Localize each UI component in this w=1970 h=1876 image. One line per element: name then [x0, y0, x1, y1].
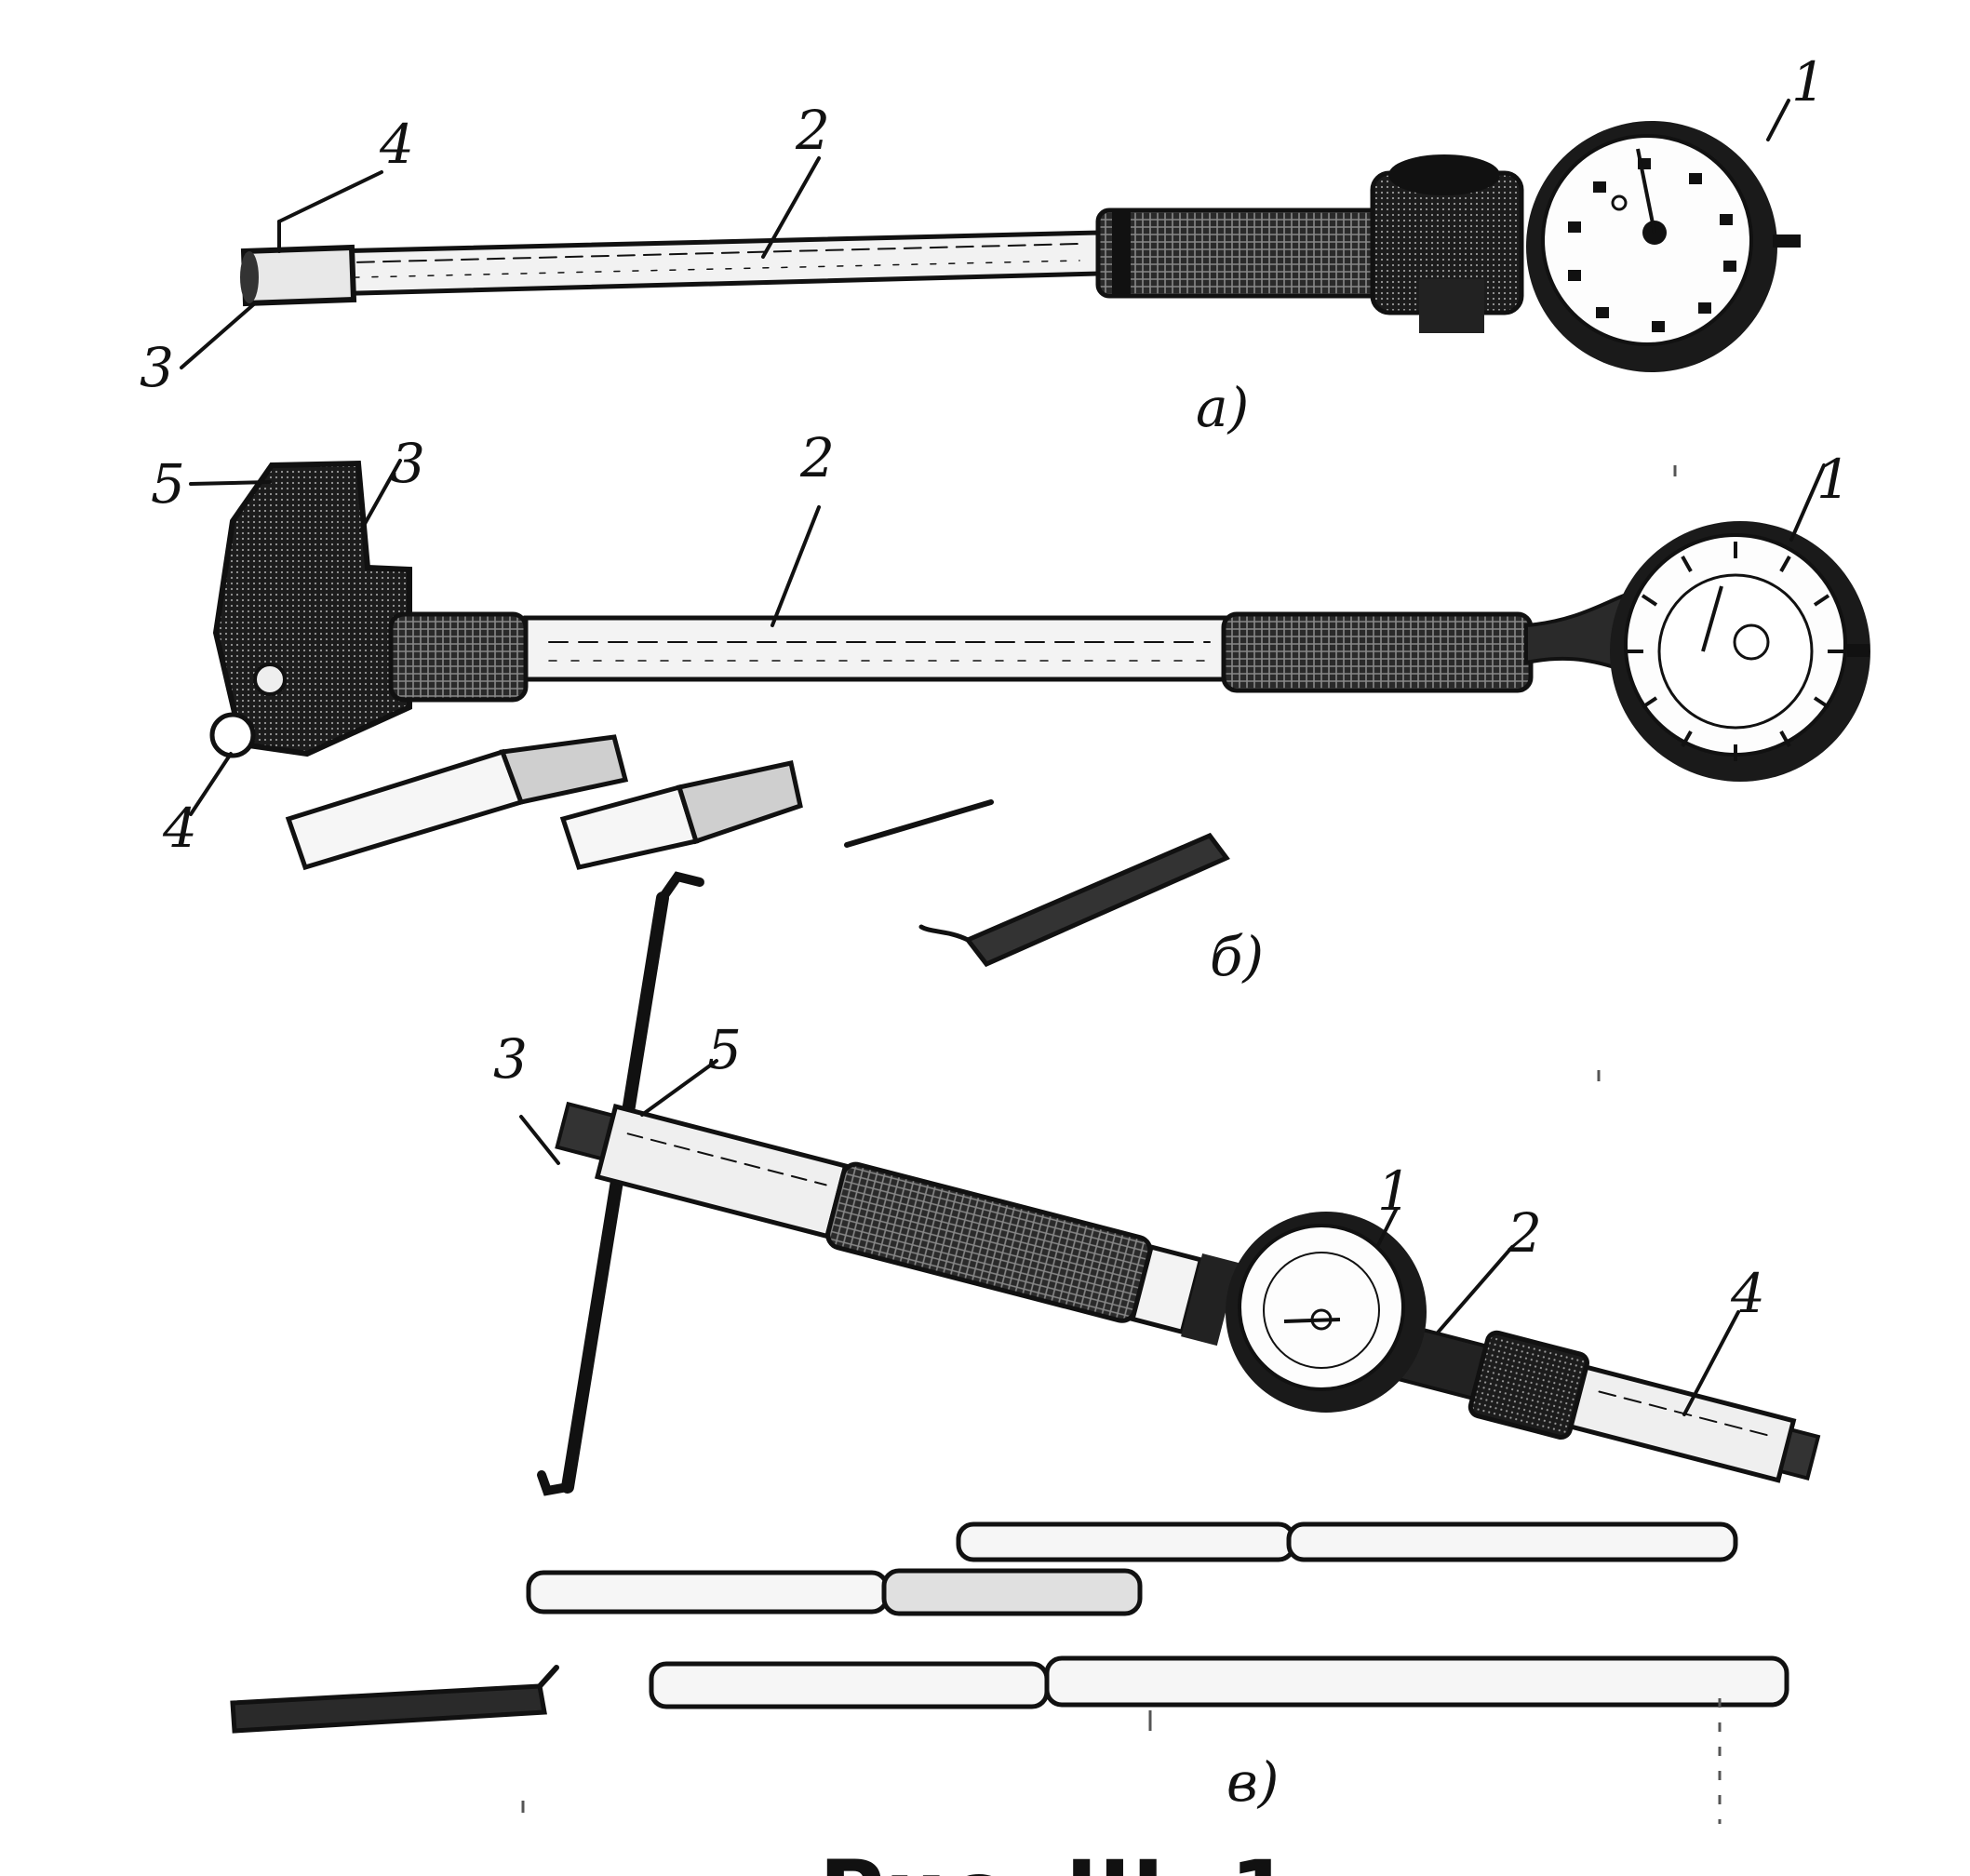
panel-v-callout-2: 2 — [1507, 1201, 1542, 1265]
panel-b-leader-1 — [1789, 463, 1826, 542]
panel-a-bore-gauge: 1 2 3 4 a) — [140, 50, 1826, 439]
panel-v-bore-gauge: 1 2 3 4 5 в) — [230, 871, 1821, 1814]
panel-v-leader-5 — [640, 1059, 718, 1117]
scan-noise — [521, 465, 1722, 1824]
panel-b-callout-1: 1 — [1816, 448, 1851, 511]
panel-b-extension-rod-1 — [285, 734, 629, 871]
panel-a-leader-4 — [277, 170, 383, 223]
panel-a-sublabel: a) — [1196, 376, 1249, 439]
panel-v-callout-1: 1 — [1377, 1159, 1412, 1223]
panel-b-thin-pin — [844, 799, 994, 848]
panel-v-hook-rod — [537, 871, 704, 1496]
panel-b-bore-gauge: 1 2 3 4 5 б) — [151, 426, 1870, 988]
panel-b-leader-5 — [189, 480, 272, 486]
panel-v-wrench — [230, 1665, 559, 1734]
panel-a-leader-3 — [180, 301, 258, 369]
panel-v-leader-4 — [1682, 1310, 1740, 1416]
panel-v-leader-3 — [519, 1115, 560, 1165]
panel-a-head-block — [1370, 154, 1524, 333]
panel-a-callout-4: 4 — [379, 113, 414, 176]
panel-a-callout-1: 1 — [1791, 50, 1826, 114]
panel-v-dial-indicator — [1226, 1212, 1427, 1413]
panel-b-callout-3: 3 — [391, 432, 425, 495]
panel-b-callout-5: 5 — [151, 452, 185, 516]
panel-b-handle — [1221, 611, 1534, 693]
panel-b-wrench — [918, 832, 1230, 968]
panel-b-rod — [523, 615, 1228, 682]
panel-v-callout-4: 4 — [1730, 1262, 1765, 1325]
panel-v-callout-5: 5 — [707, 1018, 742, 1081]
panel-b-extension-rod-2 — [559, 760, 803, 870]
panel-b-head-block — [209, 460, 412, 758]
panel-a-probe-tip — [240, 220, 357, 307]
panel-b-sublabel: б) — [1210, 925, 1264, 988]
panel-b-collar — [388, 611, 529, 703]
panel-b-leader-2 — [771, 505, 821, 627]
panel-b-callout-4: 4 — [162, 797, 197, 860]
panel-a-rod — [248, 230, 1103, 299]
panel-b-leader-3 — [359, 459, 402, 532]
panel-b-leader-4 — [189, 752, 233, 816]
figure-caption: Рис. III. 1 — [819, 1842, 1292, 1876]
panel-v-leader-2 — [1436, 1245, 1514, 1334]
panel-v-leader-1 — [1375, 1208, 1398, 1249]
panel-a-leader-1 — [1766, 99, 1790, 141]
panel-v-extension-rod-2 — [526, 1568, 1143, 1616]
panel-v-extension-rod-3 — [649, 1655, 1789, 1709]
panel-v-main-body — [555, 1101, 1821, 1483]
panel-a-callout-2: 2 — [795, 99, 830, 162]
panel-v-extension-rod-1 — [956, 1521, 1738, 1562]
panel-a-callout-3: 3 — [140, 336, 174, 399]
panel-a-leader-2 — [761, 156, 821, 259]
panel-a-dial-indicator — [1526, 121, 1801, 372]
panel-b-callout-2: 2 — [799, 426, 835, 489]
panel-v-callout-3: 3 — [493, 1027, 528, 1091]
panel-v-sublabel: в) — [1226, 1750, 1279, 1814]
panel-b-dial-indicator — [1610, 521, 1870, 782]
